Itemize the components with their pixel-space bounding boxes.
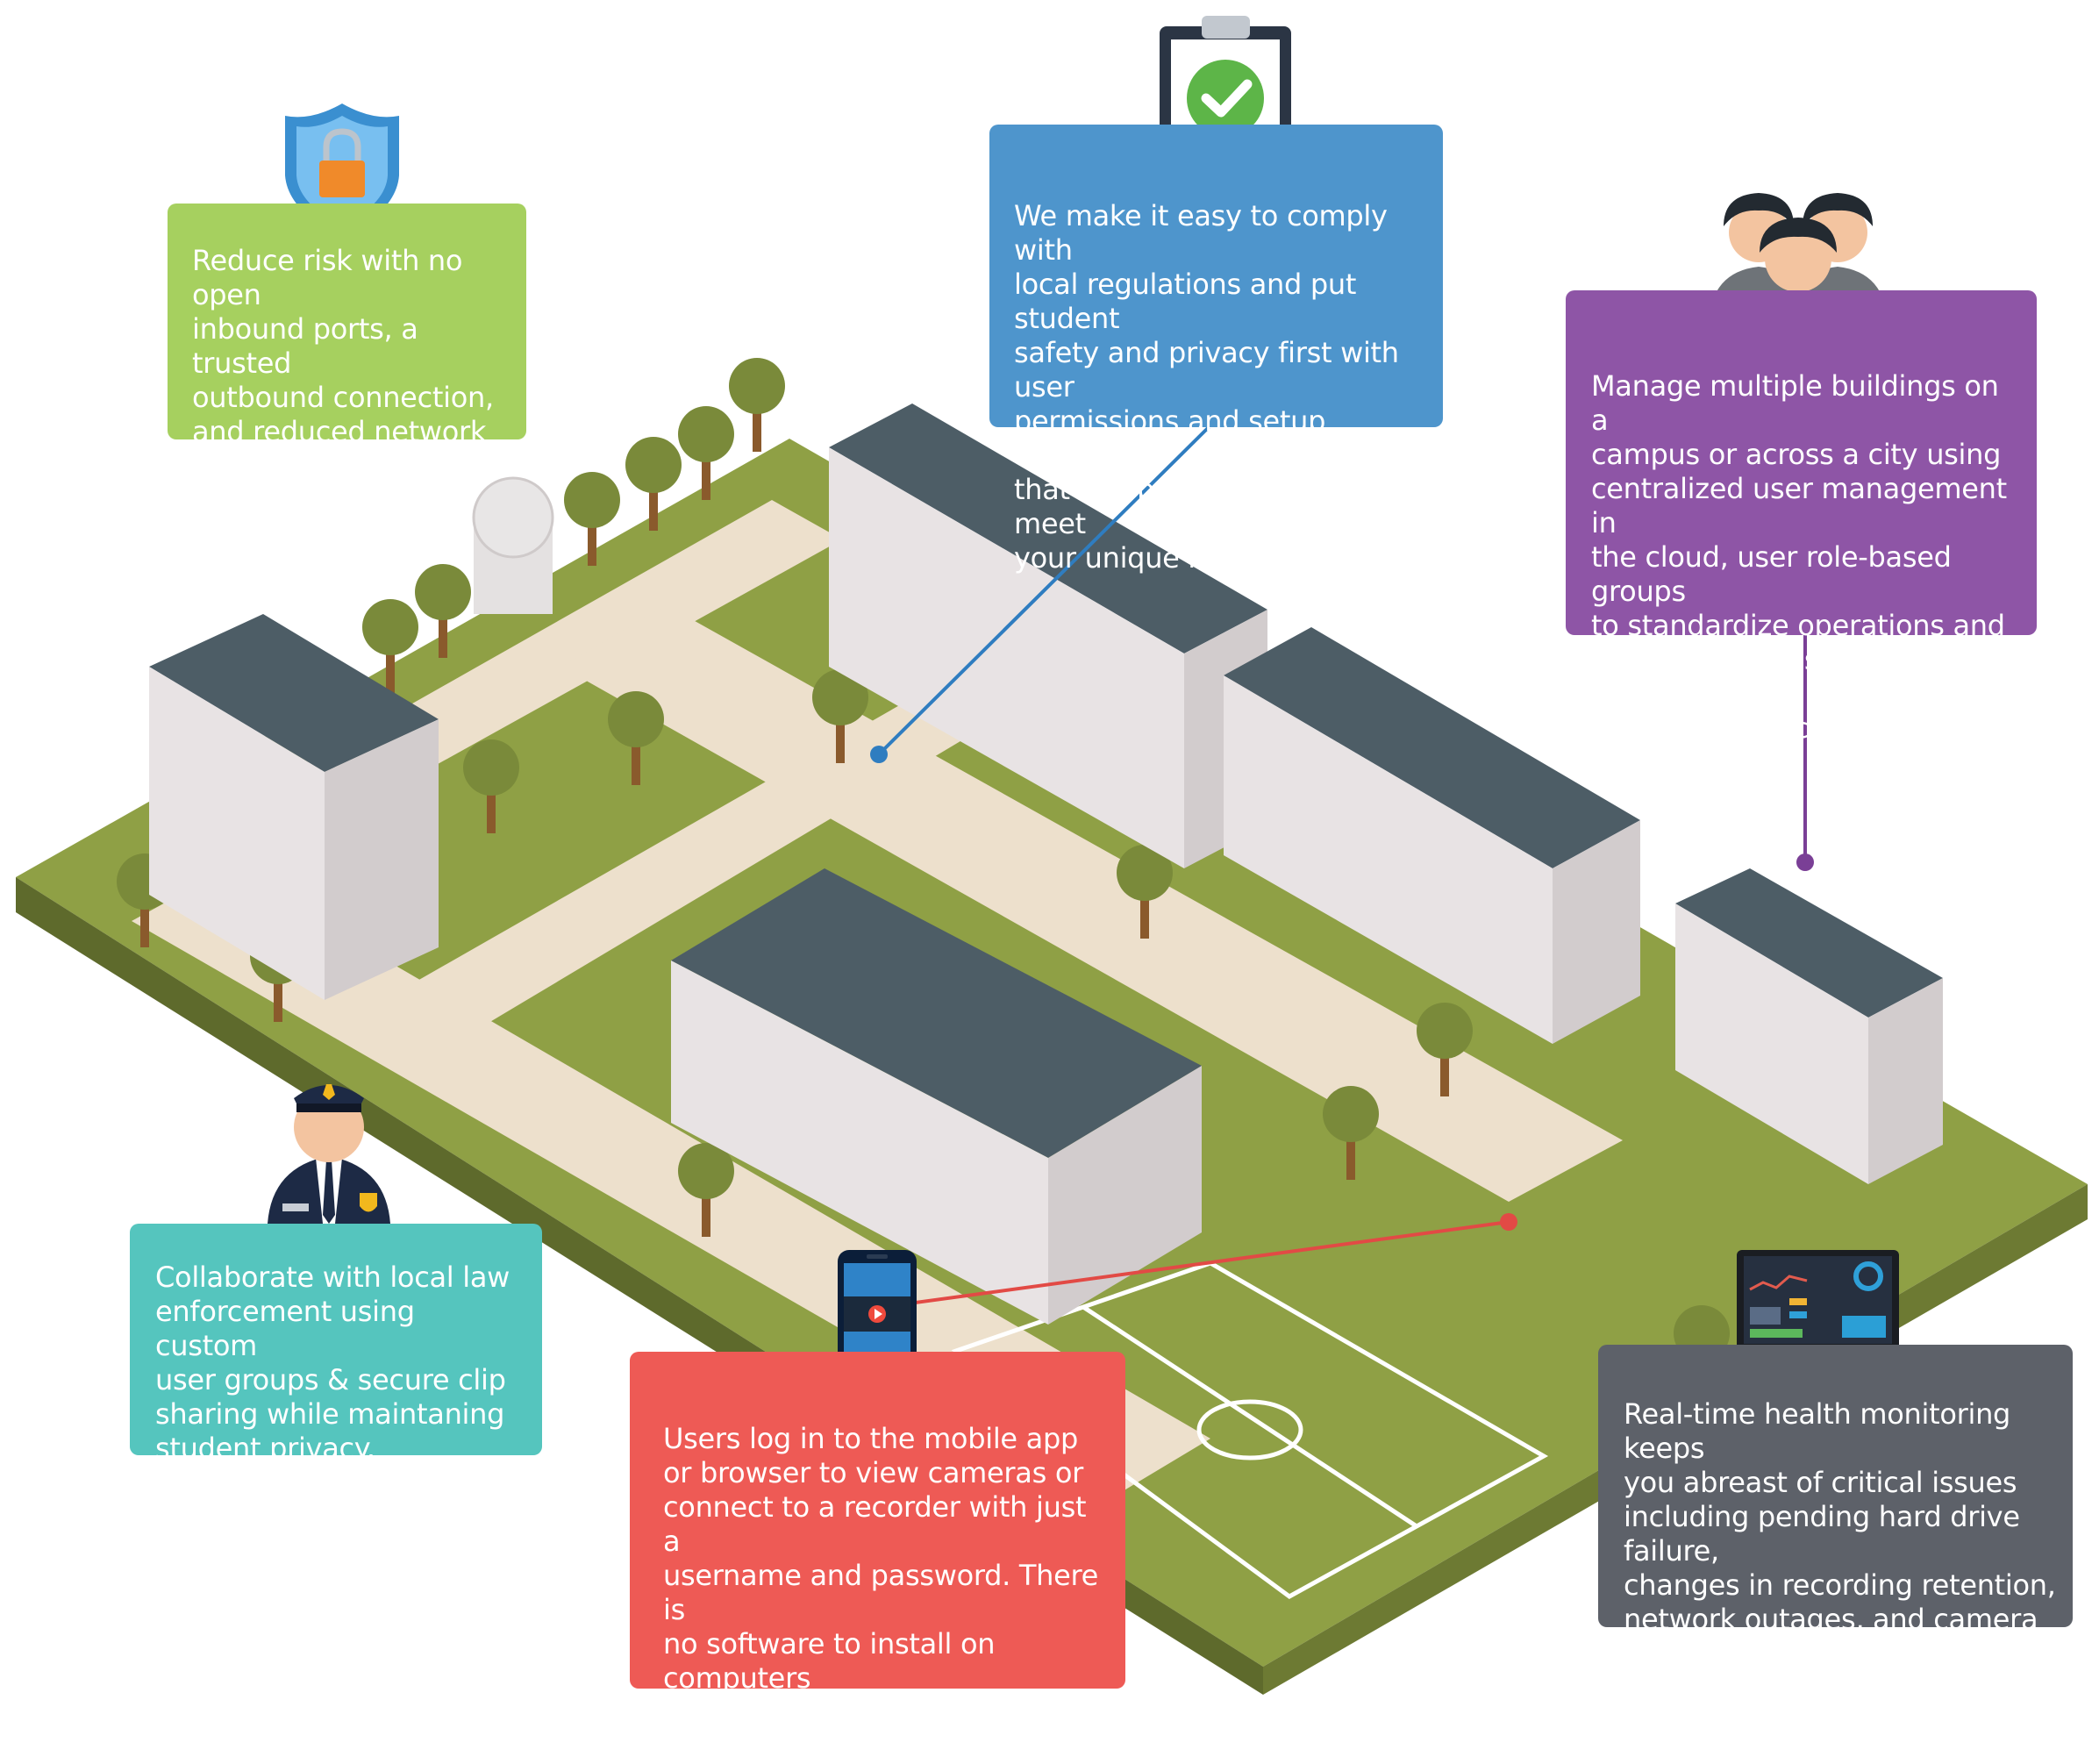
card-compliance: We make it easy to comply with local reg… <box>989 125 1443 575</box>
card-text-line: centralized user management in <box>1591 472 2007 539</box>
card-text-line: Real-time health monitoring keeps <box>1624 1397 2011 1465</box>
building-left <box>149 614 439 1000</box>
satellite-dish <box>472 476 554 614</box>
card-text-line: outbound connection, <box>192 381 494 414</box>
card-security: Reduce risk with no open inbound ports, … <box>168 204 526 482</box>
card-text-line: username and password. There is <box>663 1559 1099 1626</box>
soccer-field <box>951 1261 1549 1599</box>
connector-compliance <box>870 425 1210 763</box>
card-text-line: enforcement using custom <box>155 1295 415 1362</box>
card-text-line: you abreast of critical issues <box>1624 1466 2017 1499</box>
card-text-line: network outages, and camera <box>1624 1603 2038 1636</box>
card-text-line: no software to install on computers <box>663 1627 996 1695</box>
card-text-line: Reduce risk with no open <box>192 244 463 311</box>
card-text-line: sharing while maintaning <box>155 1397 505 1431</box>
building-far-right <box>1675 868 1943 1184</box>
campus-illustration <box>16 16 2088 1695</box>
card-text-line: to standardize operations and <box>1591 609 2005 642</box>
police-officer-icon <box>268 1084 390 1224</box>
card-text-line: and reduced network <box>192 415 487 448</box>
card-management: Manage multiple buildings on a campus or… <box>1566 290 2037 745</box>
card-text-line: the cloud, user role-based groups <box>1591 540 1952 608</box>
card-text-line: campus or across a city using <box>1591 438 2002 471</box>
connector-mobile <box>882 1213 1517 1309</box>
building-center <box>671 868 1202 1325</box>
card-text-line: users and devices. <box>1591 711 1849 745</box>
card-text-line: inbound ports, a trusted <box>192 312 418 380</box>
card-text-line: student privacy. <box>155 1432 375 1465</box>
campus-paths <box>132 500 1623 1491</box>
card-text-line: streamlining operations. <box>663 1730 1000 1763</box>
card-text-line: Users log in to the mobile app <box>663 1422 1079 1455</box>
card-text-line: connect to a recorder with just a <box>663 1490 1087 1558</box>
card-text-line: reducing support calls and <box>663 1696 1030 1729</box>
card-text-line: including pending hard drive failure, <box>1624 1500 2020 1568</box>
card-text-line: Manage multiple buildings on a <box>1591 369 1999 437</box>
card-text-line: setup. <box>192 449 278 482</box>
card-text-line: permissions and setup options <box>1014 404 1326 472</box>
card-text-line: safety and privacy first with user <box>1014 336 1399 404</box>
card-text-line: changes are pushed instantly to all <box>1591 643 1999 711</box>
card-text-line: changes in recording retention, <box>1624 1568 2056 1602</box>
card-text-line: local regulations and put student <box>1014 268 1357 335</box>
card-health-monitoring: Real-time health monitoring keeps you ab… <box>1598 1345 2073 1670</box>
trees <box>117 358 1730 1399</box>
card-text-line: that can be configured to meet <box>1014 473 1364 540</box>
card-text-line: or browser to view cameras or <box>663 1456 1083 1489</box>
card-text-line: user groups & secure clip <box>155 1363 506 1396</box>
card-text-line: We make it easy to comply with <box>1014 199 1388 267</box>
card-text-line: your unique needs. <box>1014 541 1281 575</box>
connector-management <box>1796 635 1814 871</box>
card-text-line: Collaborate with local law <box>155 1261 510 1294</box>
building-right <box>1224 627 1640 1044</box>
card-law-enforcement: Collaborate with local law enforcement u… <box>130 1224 542 1465</box>
card-text-line: failure or tampering. <box>1624 1637 1908 1670</box>
card-mobile-access: Users log in to the mobile app or browse… <box>630 1352 1125 1763</box>
